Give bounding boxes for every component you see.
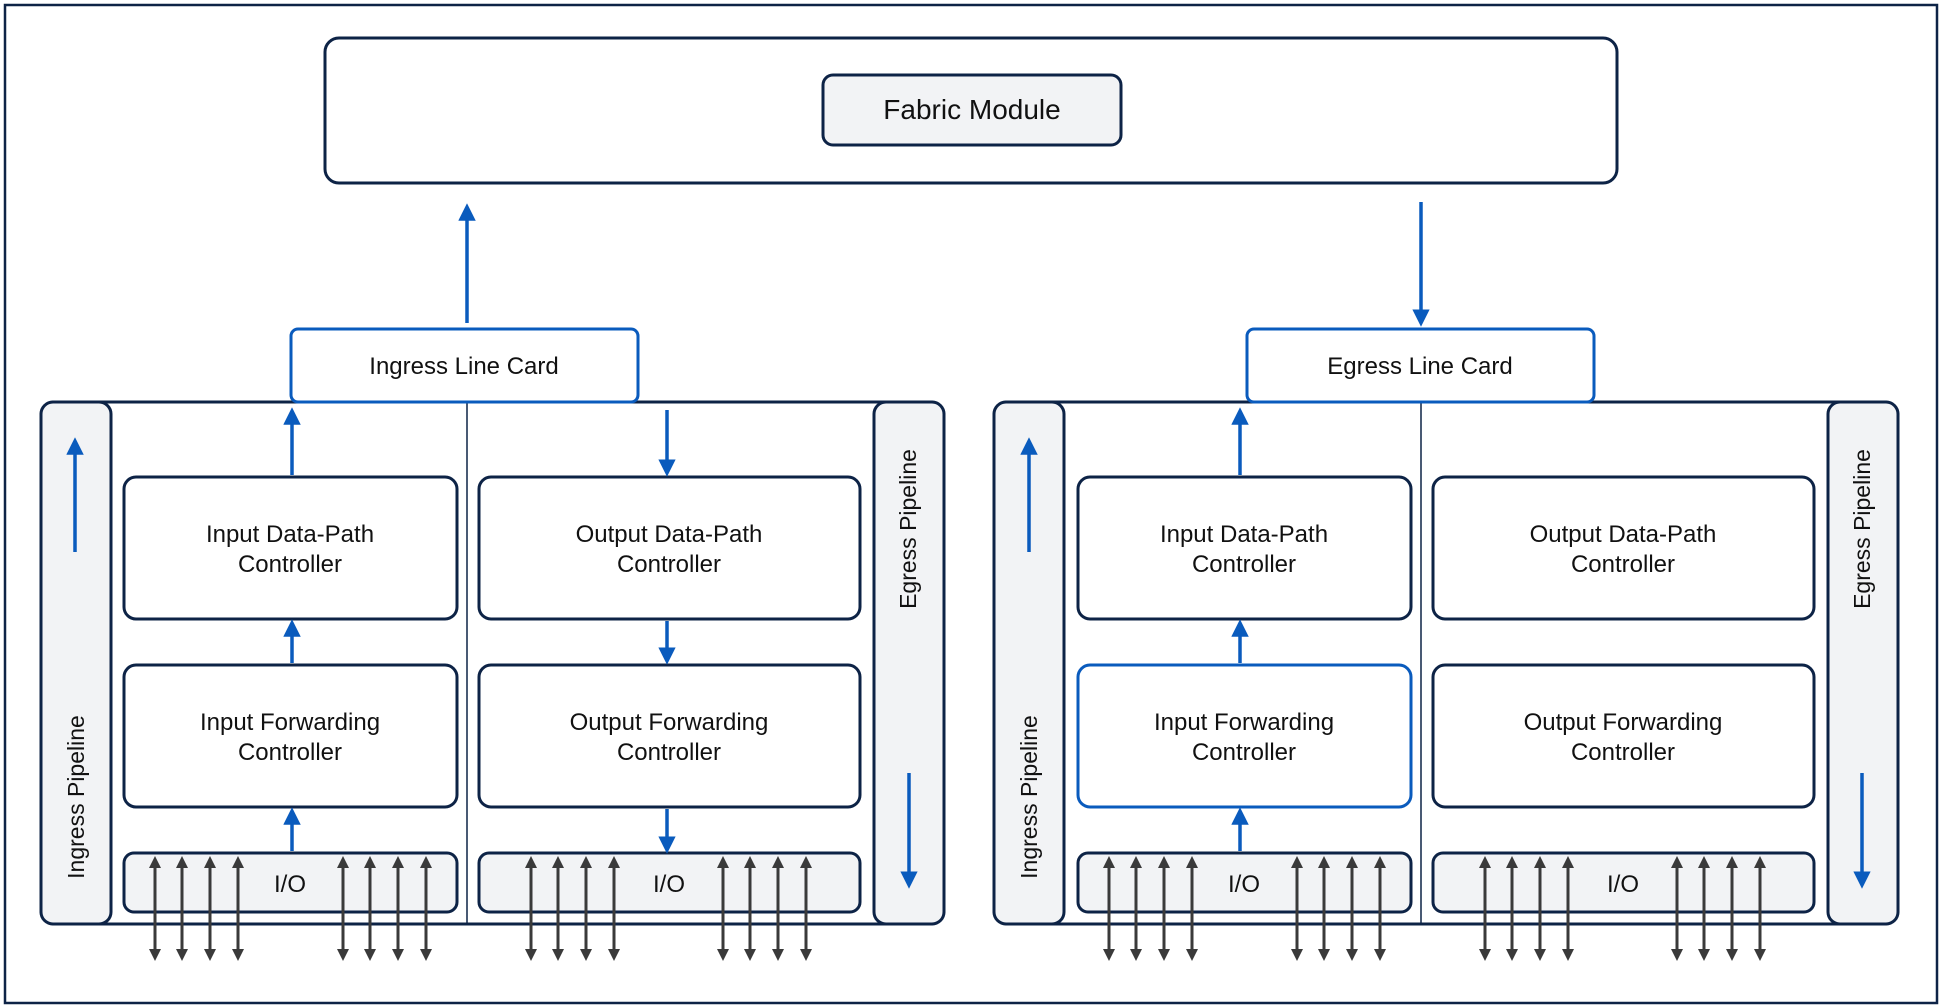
input-forwarding-line2: Controller — [1192, 739, 1296, 766]
output-datapath-line1: Output Data-Path — [576, 521, 763, 548]
input-forwarding-controller-box — [122, 663, 459, 809]
io-box-right — [1431, 851, 1816, 914]
io-port-arrows — [1103, 856, 1766, 961]
output-datapath-line2: Controller — [617, 551, 721, 578]
output-forwarding-line1: Output Forwarding — [570, 709, 769, 736]
fabric-module-label: Fabric Module — [883, 94, 1060, 125]
io-port-arrows — [149, 856, 812, 961]
input-datapath-controller-box — [122, 475, 459, 621]
output-datapath-line2: Controller — [1571, 551, 1675, 578]
fabric-module-box — [821, 73, 1123, 147]
input-datapath-controller-box — [1076, 475, 1413, 621]
card-title-box — [289, 327, 640, 404]
output-forwarding-controller-box — [1431, 663, 1816, 809]
egress-pipeline-label: Egress Pipeline — [1849, 449, 1875, 609]
output-forwarding-line2: Controller — [1571, 739, 1675, 766]
ingress-pipeline-bar — [39, 400, 113, 926]
input-datapath-line2: Controller — [1192, 551, 1296, 578]
io-label-left: I/O — [1228, 871, 1260, 898]
io-label-right: I/O — [1607, 871, 1639, 898]
egress-pipeline-bar — [872, 400, 946, 926]
card-title: Egress Line Card — [1327, 353, 1512, 380]
input-datapath-line2: Controller — [238, 551, 342, 578]
output-datapath-controller-box — [1431, 475, 1816, 621]
input-datapath-line1: Input Data-Path — [206, 521, 374, 548]
ingress-pipeline-bar — [992, 400, 1066, 926]
output-forwarding-line1: Output Forwarding — [1524, 709, 1723, 736]
output-datapath-controller-box — [477, 475, 862, 621]
input-forwarding-line1: Input Forwarding — [200, 709, 380, 736]
io-label-right: I/O — [653, 871, 685, 898]
egress-pipeline-bar — [1826, 400, 1900, 926]
ingress-line-card: Ingress Line Card Ingress Pipeline Egres… — [39, 327, 946, 961]
io-label-left: I/O — [274, 871, 306, 898]
input-datapath-line1: Input Data-Path — [1160, 521, 1328, 548]
output-forwarding-controller-box — [477, 663, 862, 809]
ingress-pipeline-label: Ingress Pipeline — [1016, 715, 1042, 879]
ingress-pipeline-label: Ingress Pipeline — [63, 715, 89, 879]
input-forwarding-line2: Controller — [238, 739, 342, 766]
card-title-box — [1245, 327, 1596, 404]
output-datapath-line1: Output Data-Path — [1530, 521, 1717, 548]
input-forwarding-controller-box — [1076, 663, 1413, 809]
input-forwarding-line1: Input Forwarding — [1154, 709, 1334, 736]
outer-frame — [3, 3, 1939, 1005]
output-forwarding-line2: Controller — [617, 739, 721, 766]
egress-pipeline-label: Egress Pipeline — [895, 449, 921, 609]
card-title: Ingress Line Card — [369, 353, 558, 380]
egress-line-card: Egress Line Card Ingress Pipeline Egress… — [992, 327, 1900, 961]
fabric-module-block: Fabric Module — [323, 36, 1619, 185]
